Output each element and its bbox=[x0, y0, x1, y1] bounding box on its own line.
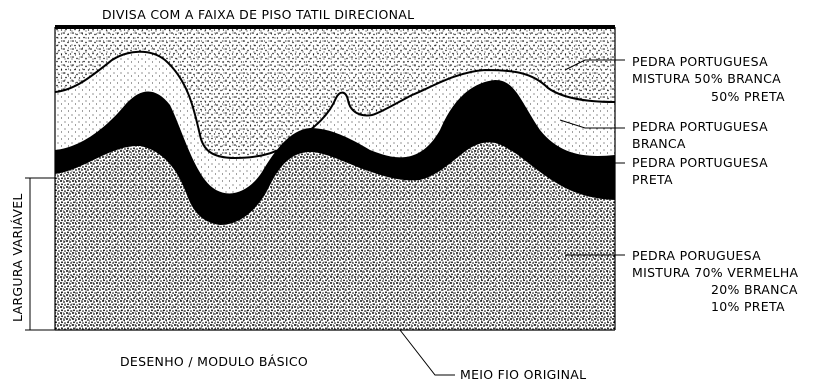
callout-white-line2: BRANCA bbox=[632, 136, 686, 151]
callout-white-title: PEDRA PORTUGUESA bbox=[632, 119, 768, 134]
callout-black-line2: PRETA bbox=[632, 172, 673, 187]
callout-mix-70-line4: 10% PRETA bbox=[711, 299, 785, 314]
black-stone-band bbox=[55, 80, 615, 225]
width-dimension bbox=[25, 177, 55, 331]
callout-mix-70-line2: MISTURA 70% VERMELHA bbox=[632, 265, 799, 280]
mix-50-50-area bbox=[55, 29, 615, 158]
bottom-left-label: DESENHO / MODULO BÁSICO bbox=[120, 354, 308, 369]
callout-mix-50-50-line3: 50% PRETA bbox=[711, 89, 785, 104]
callout-mix-50-50-title: PEDRA PORTUGUESA bbox=[632, 54, 768, 69]
callout-mix-70-line3: 20% BRANCA bbox=[711, 282, 798, 297]
callout-mix-50-50-line2: MISTURA 50% BRANCA bbox=[632, 71, 781, 86]
callout-leaders bbox=[399, 59, 625, 376]
callout-mix-70-title: PEDRA PORUGUESA bbox=[632, 248, 761, 263]
mix-70-20-10-area bbox=[55, 142, 615, 330]
side-label: LARGURA VARIÁVEL bbox=[10, 193, 25, 322]
mix-band-outline bbox=[54, 50, 616, 160]
top-label: DIVISA COM A FAIXA DE PISO TATIL DIRECIO… bbox=[102, 7, 414, 22]
bottom-right-label: MEIO FIO ORIGINAL bbox=[460, 367, 586, 382]
callout-black-title: PEDRA PORTUGUESA bbox=[632, 155, 768, 170]
